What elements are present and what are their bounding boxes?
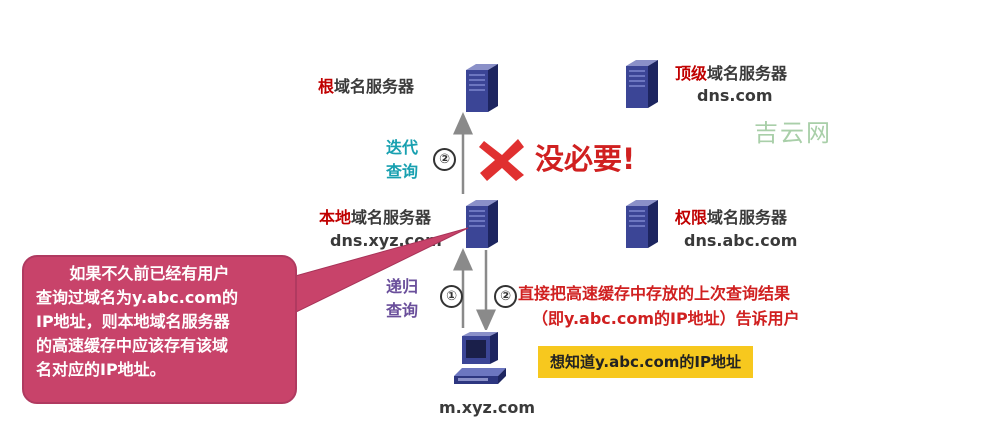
recursive-step-number: ①: [440, 285, 463, 308]
tld-server-label: 顶级域名服务器: [675, 64, 787, 84]
response-line-2: （即y.abc.com的IP地址）告诉用户: [532, 309, 800, 328]
watermark: 吉云网: [754, 119, 832, 147]
local-server-rest: 域名服务器: [351, 208, 432, 227]
computer-icon: [454, 332, 506, 384]
authoritative-server-highlight: 权限: [675, 208, 708, 227]
root-server-icon: [462, 64, 498, 112]
root-server-highlight: 根: [318, 77, 335, 96]
callout-bubble: [22, 227, 469, 404]
local-server-label: 本地域名服务器: [319, 208, 431, 228]
tld-server-highlight: 顶级: [675, 64, 708, 83]
tld-server-rest: 域名服务器: [707, 64, 788, 83]
iterative-label-2: 查询: [386, 162, 419, 181]
query-box: 想知道y.abc.com的IP地址: [538, 346, 753, 378]
tld-server-icon: [622, 60, 658, 108]
iterative-step-number: ②: [433, 148, 456, 171]
iterative-label-1: 迭代: [386, 138, 419, 157]
query-arrows: [453, 112, 496, 330]
authoritative-server-icon: [622, 200, 658, 248]
response-step-number: ②: [494, 285, 517, 308]
recursive-label-1: 递归: [386, 277, 419, 296]
unnecessary-text: 没必要!: [535, 142, 636, 176]
tld-server-domain: dns.com: [697, 86, 773, 105]
callout-text: 如果不久前已经有用户 查询过域名为y.abc.com的 IP地址，则本地域名服务…: [36, 264, 239, 379]
host-name: m.xyz.com: [439, 398, 536, 417]
response-line-1: 直接把高速缓存中存放的上次查询结果: [518, 284, 791, 303]
local-server-highlight: 本地: [319, 208, 352, 227]
root-server-label: 根域名服务器: [318, 77, 414, 97]
authoritative-server-label: 权限域名服务器: [675, 208, 787, 228]
authoritative-server-rest: 域名服务器: [707, 208, 788, 227]
cross-icon: [479, 139, 524, 181]
root-server-rest: 域名服务器: [334, 77, 415, 96]
recursive-label-2: 查询: [386, 301, 419, 320]
authoritative-server-domain: dns.abc.com: [684, 231, 798, 250]
